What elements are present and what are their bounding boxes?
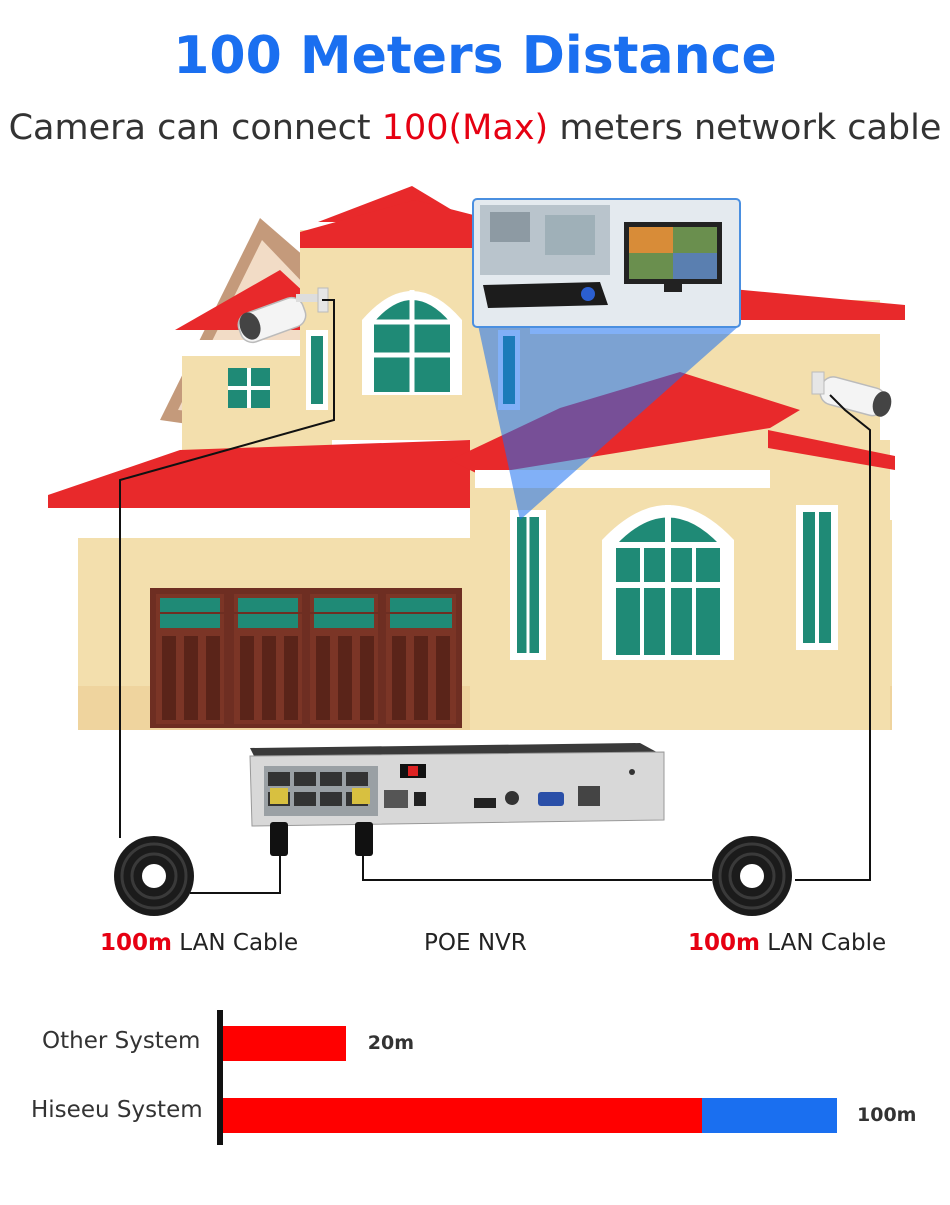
other-system-label: Other System bbox=[42, 1028, 201, 1054]
network-cables bbox=[119, 299, 871, 894]
ethernet-plugs bbox=[270, 822, 373, 856]
hiseeu-system-label: Hiseeu System bbox=[31, 1097, 203, 1123]
left-cable-length: 100m bbox=[100, 930, 172, 956]
page-title: 100 Meters Distance bbox=[173, 26, 777, 86]
poe-nvr-device bbox=[249, 743, 665, 827]
garage-door bbox=[150, 588, 462, 728]
right-cable-label: LAN Cable bbox=[759, 930, 887, 956]
other-system-value: 20m bbox=[367, 1032, 415, 1054]
other-system-bar bbox=[223, 1026, 346, 1061]
hiseeu-system-value: 100m bbox=[857, 1104, 917, 1126]
nvr-caption: POE NVR bbox=[424, 930, 527, 956]
left-cable-caption: 100m LAN Cable bbox=[100, 930, 298, 956]
subtitle-text-after: meters network cable bbox=[548, 108, 942, 148]
hiseeu-system-bar-red bbox=[223, 1098, 702, 1133]
subtitle-highlight: 100(Max) bbox=[381, 108, 549, 148]
right-bullet-camera bbox=[811, 371, 892, 417]
left-cable-label: LAN Cable bbox=[171, 930, 299, 956]
monitoring-inset-photo bbox=[472, 198, 741, 328]
right-cable-caption: 100m LAN Cable bbox=[688, 930, 886, 956]
left-bullet-camera bbox=[237, 287, 329, 344]
right-cable-length: 100m bbox=[688, 930, 760, 956]
monitor-view-beam bbox=[478, 325, 740, 520]
right-cable-coil bbox=[712, 836, 792, 916]
page-subtitle: Camera can connect 100(Max) meters netwo… bbox=[0, 108, 950, 148]
left-cable-coil bbox=[114, 836, 194, 916]
comparison-axis bbox=[217, 1010, 223, 1145]
subtitle-text-before: Camera can connect bbox=[8, 108, 382, 148]
hiseeu-system-bar-blue bbox=[701, 1098, 837, 1133]
